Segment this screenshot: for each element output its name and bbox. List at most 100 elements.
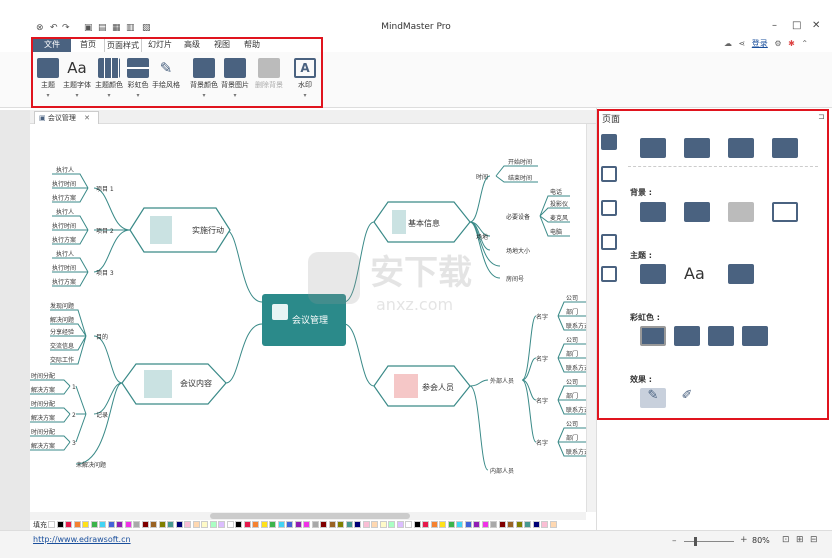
ribbon-watermark-button[interactable]: A 水印▾	[290, 56, 320, 99]
branch-attendees[interactable]	[373, 365, 471, 407]
map-leaf[interactable]: 公司	[566, 379, 578, 386]
map-leaf[interactable]: 公司	[566, 337, 578, 344]
ribbon-bg-image-button[interactable]: 背景图片▾	[220, 56, 250, 99]
color-swatch[interactable]	[311, 521, 319, 528]
color-swatch[interactable]	[303, 521, 310, 528]
color-swatch[interactable]	[218, 521, 225, 528]
menu-file[interactable]: 文件	[33, 38, 71, 52]
page-style-tab-icon[interactable]	[601, 134, 617, 150]
effect-hand-drawn-icon[interactable]: ✐	[681, 388, 693, 403]
layout-list-icon[interactable]	[772, 138, 798, 158]
action-group-1[interactable]: 项目 1	[96, 186, 114, 193]
outline-tab-icon[interactable]	[601, 166, 617, 182]
info-size[interactable]: 场地大小	[506, 247, 530, 255]
gantt-tab-icon[interactable]	[601, 266, 617, 282]
info-equipment[interactable]: 必要设备	[506, 213, 530, 221]
ribbon-rainbow-button[interactable]: 彩虹色▾	[123, 56, 153, 99]
map-leaf[interactable]: 电话	[550, 188, 562, 196]
color-swatch[interactable]	[413, 521, 421, 528]
color-swatch[interactable]	[48, 521, 55, 528]
collapse-ribbon-icon[interactable]: ⌃	[801, 39, 809, 48]
map-leaf[interactable]: 部门	[566, 434, 578, 442]
rainbow-option-2-icon[interactable]	[674, 326, 700, 346]
menu-advanced[interactable]: 高级	[184, 40, 200, 49]
map-leaf[interactable]: 部门	[566, 308, 578, 316]
mindmap-svg[interactable]: 会议管理 实施行动 会议内容 基本信息 参会人员 项目 1 项目 2 项目 3 …	[30, 124, 586, 512]
menu-home[interactable]: 首页	[80, 40, 96, 49]
theme-font-option[interactable]: Aa	[684, 264, 705, 283]
map-leaf[interactable]: 投影仪	[550, 200, 568, 208]
map-leaf[interactable]: 部门	[566, 350, 578, 358]
color-swatch[interactable]	[286, 521, 293, 528]
record-group[interactable]: 1	[72, 384, 76, 391]
color-palette-bar[interactable]	[30, 520, 596, 529]
map-leaf[interactable]: 联系方式	[566, 406, 586, 414]
map-leaf[interactable]: 执行人	[56, 166, 74, 174]
color-swatch[interactable]	[269, 521, 276, 528]
guest-name[interactable]: 名字	[536, 439, 548, 447]
color-swatch[interactable]	[405, 521, 412, 528]
color-swatch[interactable]	[73, 521, 81, 528]
color-swatch[interactable]	[371, 521, 378, 528]
color-swatch[interactable]	[328, 521, 336, 528]
map-leaf[interactable]: 执行时间	[52, 180, 76, 188]
color-swatch[interactable]	[456, 521, 463, 528]
website-link[interactable]: http://www.edrawsoft.cn	[33, 535, 131, 544]
record-group[interactable]: 3	[72, 440, 76, 447]
color-swatch[interactable]	[439, 521, 446, 528]
color-swatch[interactable]	[320, 521, 327, 528]
doc-tab[interactable]: ▣ 会议管理 ✕	[34, 111, 99, 124]
map-leaf[interactable]: 执行人	[56, 250, 74, 258]
slides-tab-icon[interactable]	[601, 234, 617, 250]
print-icon[interactable]: ▥	[126, 23, 135, 33]
map-leaf[interactable]: 电脑	[550, 228, 562, 236]
content-goal[interactable]: 目的	[96, 333, 108, 341]
color-swatch[interactable]	[99, 521, 106, 528]
guest-name[interactable]: 名字	[536, 313, 548, 321]
action-group-2[interactable]: 项目 2	[96, 228, 114, 235]
branch-action[interactable]	[129, 207, 231, 253]
color-swatch[interactable]	[201, 521, 208, 528]
horizontal-scroll-thumb[interactable]	[210, 513, 410, 519]
clipart-tab-icon[interactable]	[601, 200, 617, 216]
map-leaf[interactable]: 交际工作	[50, 356, 74, 364]
color-swatch[interactable]	[515, 521, 523, 528]
map-leaf[interactable]: 解决问题	[50, 316, 74, 324]
guest-name[interactable]: 名字	[536, 397, 548, 405]
map-leaf[interactable]: 解决方案	[31, 414, 55, 422]
redo-icon[interactable]: ↷	[62, 23, 70, 33]
minimize-icon[interactable]: –	[772, 20, 777, 31]
color-swatch[interactable]	[447, 521, 455, 528]
layout-toggle-icon[interactable]: ⊟	[810, 535, 818, 545]
fit-page-icon[interactable]: ⊡	[782, 535, 790, 545]
map-leaf[interactable]: 执行方案	[52, 236, 76, 244]
map-leaf[interactable]: 时间分配	[31, 372, 55, 380]
map-leaf[interactable]: 公司	[566, 295, 578, 302]
color-swatch[interactable]	[150, 521, 157, 528]
color-swatch[interactable]	[56, 521, 64, 528]
color-swatch[interactable]	[473, 521, 480, 528]
color-swatch[interactable]	[260, 521, 268, 528]
rainbow-option-3-icon[interactable]	[708, 326, 734, 346]
color-swatch[interactable]	[252, 521, 259, 528]
color-swatch[interactable]	[277, 521, 285, 528]
color-swatch[interactable]	[379, 521, 387, 528]
theme-option-icon[interactable]	[640, 264, 666, 284]
close-icon[interactable]: ✕	[812, 20, 821, 31]
ribbon-theme-color-button[interactable]: 主题颜色▾	[94, 56, 124, 99]
vertical-scrollbar[interactable]	[586, 124, 596, 512]
color-swatch[interactable]	[192, 521, 200, 528]
zoom-slider[interactable]	[684, 541, 734, 542]
zoom-in-icon[interactable]: +	[740, 535, 748, 545]
color-swatch[interactable]	[430, 521, 438, 528]
color-swatch[interactable]	[167, 521, 174, 528]
color-swatch[interactable]	[541, 521, 548, 528]
info-room[interactable]: 房间号	[506, 275, 524, 283]
ribbon-theme-font-button[interactable]: Aa 主题字体▾	[63, 59, 91, 99]
share-icon[interactable]: ⋖	[738, 39, 746, 48]
guest-name[interactable]: 名字	[536, 355, 548, 363]
color-swatch[interactable]	[532, 521, 540, 528]
maximize-icon[interactable]: □	[792, 20, 802, 31]
theme-color-option-icon[interactable]	[728, 264, 754, 284]
menu-view[interactable]: 视图	[214, 40, 230, 49]
